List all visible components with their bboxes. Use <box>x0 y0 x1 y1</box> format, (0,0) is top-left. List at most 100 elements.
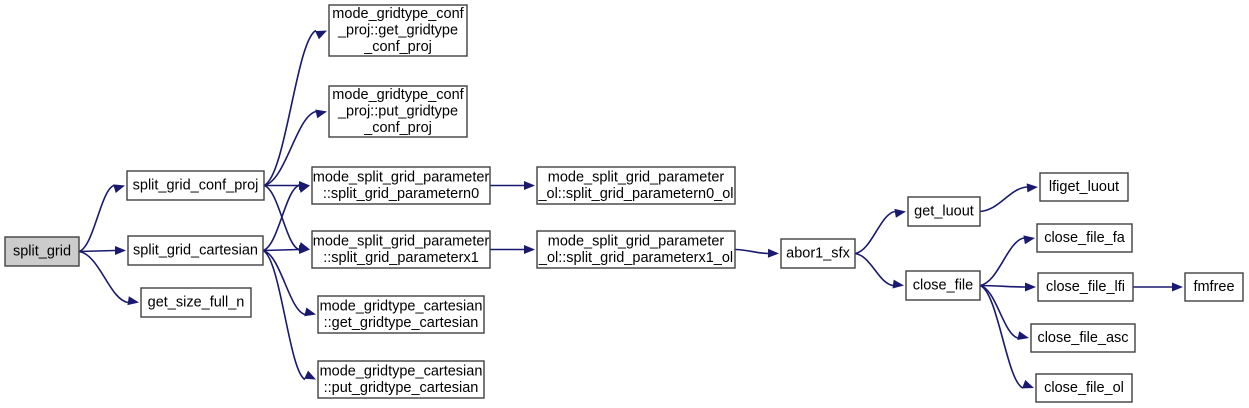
edge-arrowhead <box>315 109 327 119</box>
node-layer: split_grid split_grid_conf_proj split_grid… <box>4 4 1244 403</box>
node-box[interactable] <box>1030 323 1136 353</box>
edge-layer <box>78 29 1183 389</box>
node-box[interactable] <box>1039 172 1129 202</box>
node-label: close_file <box>913 277 973 293</box>
node-label: close_file_asc <box>1037 330 1128 346</box>
node-box[interactable] <box>536 166 736 205</box>
call-edge <box>490 245 535 254</box>
node-box[interactable] <box>127 235 264 266</box>
node-label: mode_split_grid_parameter::split_grid_pa… <box>313 233 490 266</box>
node-label: mode_gridtype_cartesian::put_gridtype_ca… <box>320 363 483 396</box>
graph-node-mode-split-grid-parameter-ol-n0[interactable]: mode_split_grid_parameter_ol::split_grid… <box>536 166 736 205</box>
node-box[interactable] <box>780 238 856 269</box>
node-box[interactable] <box>4 236 80 267</box>
edge-arrowhead <box>894 208 906 218</box>
node-label: mode_gridtype_conf_proj::put_gridtype_co… <box>332 87 464 136</box>
graph-node-fmfree[interactable]: fmfree <box>1184 272 1244 302</box>
node-box[interactable] <box>140 287 252 318</box>
edge-arrowhead <box>1023 235 1035 245</box>
call-edge <box>78 246 126 255</box>
node-label: split_grid <box>13 243 71 259</box>
call-edge <box>979 183 1038 213</box>
node-label: mode_gridtype_conf_proj::get_gridtype_co… <box>332 6 464 55</box>
graph-node-mode-split-grid-parameter-ol-x1[interactable]: mode_split_grid_parameter_ol::split_grid… <box>536 230 736 269</box>
node-label: close_file_lfi <box>1046 279 1125 295</box>
edge-arrowhead <box>524 245 535 254</box>
call-edge <box>854 208 906 255</box>
graph-node-close-file[interactable]: close_file <box>905 270 981 301</box>
node-box[interactable] <box>317 360 485 399</box>
graph-node-mode-gridtype-conf-proj-put[interactable]: mode_gridtype_conf_proj::put_gridtype_co… <box>328 85 468 138</box>
call-edge <box>262 184 310 252</box>
node-box[interactable] <box>907 196 981 227</box>
node-label: mode_split_grid_parameter::split_grid_pa… <box>313 169 490 202</box>
graph-node-mode-split-grid-parameter-n0[interactable]: mode_split_grid_parameter::split_grid_pa… <box>311 166 491 205</box>
graph-node-close-file-lfi[interactable]: close_file_lfi <box>1037 272 1134 302</box>
call-edge <box>262 249 316 317</box>
graph-node-mode-split-grid-parameter-x1[interactable]: mode_split_grid_parameter::split_grid_pa… <box>311 230 491 269</box>
edge-arrowhead <box>1017 331 1029 341</box>
call-edge <box>979 235 1035 287</box>
node-box[interactable] <box>317 295 485 334</box>
graph-node-split-grid-conf-proj[interactable]: split_grid_conf_proj <box>126 170 265 201</box>
graph-node-close-file-fa[interactable]: close_file_fa <box>1036 223 1133 253</box>
node-box[interactable] <box>311 166 491 205</box>
node-box[interactable] <box>126 170 265 201</box>
edge-arrowhead <box>304 307 316 317</box>
call-edge <box>78 184 125 253</box>
graph-node-get-size-full-n[interactable]: get_size_full_n <box>140 287 252 318</box>
node-box[interactable] <box>311 230 491 269</box>
node-label: mode_split_grid_parameter_ol::split_grid… <box>537 169 733 202</box>
edge-arrowhead <box>113 184 125 193</box>
edge-arrowhead <box>767 248 779 258</box>
graph-node-close-file-ol[interactable]: close_file_ol <box>1035 373 1133 403</box>
graph-node-mode-gridtype-cartesian-get[interactable]: mode_gridtype_cartesian::get_gridtype_ca… <box>317 295 485 334</box>
call-edge <box>262 245 310 254</box>
node-box[interactable] <box>328 85 468 138</box>
call-edge <box>979 282 1036 292</box>
call-edge <box>734 248 779 258</box>
call-edge <box>854 252 904 289</box>
graph-node-mode-gridtype-cartesian-put[interactable]: mode_gridtype_cartesian::put_gridtype_ca… <box>317 360 485 399</box>
call-edge <box>78 250 139 306</box>
node-box[interactable] <box>328 4 468 57</box>
edge-arrowhead <box>1172 282 1183 292</box>
node-label: abor1_sfx <box>786 245 850 261</box>
graph-node-split-grid-cartesian[interactable]: split_grid_cartesian <box>127 235 264 266</box>
edge-arrowhead <box>1024 282 1036 292</box>
call-edge <box>263 109 327 187</box>
node-box[interactable] <box>536 230 736 269</box>
graph-node-split-grid[interactable]: split_grid <box>4 236 80 267</box>
edge-arrowhead <box>298 184 310 193</box>
graph-node-get-luout[interactable]: get_luout <box>907 196 981 227</box>
node-box[interactable] <box>1036 223 1133 253</box>
edge-arrowhead <box>299 245 310 254</box>
graph-node-lfiget-luout[interactable]: lfiget_luout <box>1039 172 1129 202</box>
node-label: lfiget_luout <box>1049 179 1119 195</box>
graph-node-close-file-asc[interactable]: close_file_asc <box>1030 323 1136 353</box>
edge-arrowhead <box>892 279 904 289</box>
edge-arrowhead <box>315 30 327 40</box>
node-box[interactable] <box>905 270 981 301</box>
node-label: close_file_ol <box>1044 380 1124 396</box>
call-edge <box>1133 282 1183 292</box>
node-box[interactable] <box>1037 272 1134 302</box>
node-label: fmfree <box>1193 279 1234 295</box>
node-label: split_grid_conf_proj <box>133 177 259 193</box>
node-box[interactable] <box>1035 373 1133 403</box>
edge-arrowhead <box>1026 183 1038 193</box>
call-edge <box>979 284 1034 389</box>
edge-arrowhead <box>1022 379 1034 389</box>
edge-arrowhead <box>524 181 535 190</box>
edge-arrowhead <box>115 246 126 255</box>
call-edge <box>263 29 327 187</box>
graph-node-abor1-sfx[interactable]: abor1_sfx <box>780 238 856 269</box>
node-label: mode_gridtype_cartesian::get_gridtype_ca… <box>320 298 483 331</box>
call-edge <box>262 249 316 381</box>
node-label: get_luout <box>914 203 974 219</box>
edge-arrowhead <box>127 296 139 306</box>
graph-node-mode-gridtype-conf-proj-get[interactable]: mode_gridtype_conf_proj::get_gridtype_co… <box>328 4 468 57</box>
node-box[interactable] <box>1184 272 1244 302</box>
